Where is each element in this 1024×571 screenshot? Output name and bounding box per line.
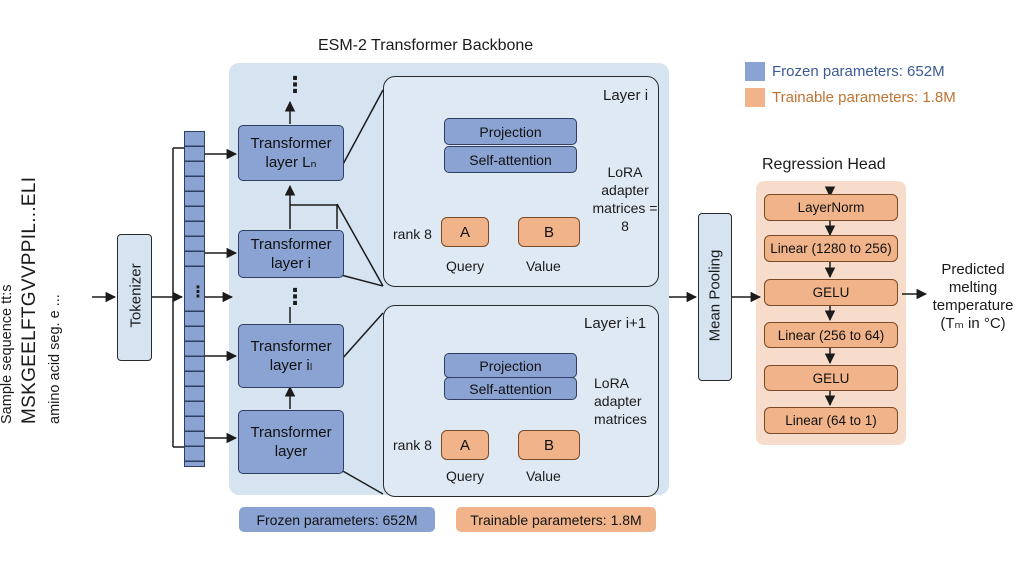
input-subcaption: amino acid seg. e ... [47, 294, 63, 424]
value-label-top: Value [526, 258, 561, 274]
legend-frozen-label: Frozen parameters: 652M [772, 63, 945, 80]
regression-head-title: Regression Head [762, 156, 886, 173]
query-label-top: Query [446, 258, 485, 274]
transformer-layer-il: Transformer layer iₗ [238, 324, 344, 388]
query-label-bottom: Query [446, 468, 485, 484]
bottom-legend-trainable: Trainable parameters: 1.8M [456, 507, 656, 532]
value-label-bottom: Value [526, 468, 561, 484]
output-label-text: Predicted melting temperature (Tₘ in °C) [932, 261, 1014, 332]
mean-pooling-label: Mean Pooling [706, 249, 724, 342]
head-step-linear-64-1: Linear (64 to 1) [764, 407, 898, 434]
legend-frozen-swatch [745, 62, 765, 81]
head-step-gelu-1: GELU [764, 279, 898, 306]
head-step-gelu-2: GELU [764, 365, 898, 391]
transformer-layer-ln: Transformer layer Lₙ [238, 125, 344, 181]
embedding-ellipsis-bg [185, 280, 204, 308]
lora-b-bottom: B [518, 430, 580, 460]
lora-note-top-text: LoRA adapter matrices = 8 [592, 164, 658, 234]
layer-detail-bottom [383, 305, 659, 497]
input-sequence: MSKGEELFTGVVPPIL...ELI [19, 176, 40, 424]
lora-note-top: LoRA adapter matrices = 8 [590, 163, 660, 235]
layer-detail-top [383, 76, 659, 287]
input-caption: Sample sequence tt:s [0, 284, 15, 424]
rank-label-bottom: rank 8 [393, 437, 432, 453]
head-step-linear-1280-256: Linear (1280 to 256) [764, 235, 898, 262]
transformer-layer-base: Transformer layer [238, 410, 344, 474]
transformer-layer-ln-label: Transformer layer Lₙ [250, 135, 332, 171]
lora-note-bottom: LoRA adapter matrices [594, 374, 660, 428]
layer-detail-top-label: Layer i [603, 87, 649, 104]
lora-b-top: B [518, 217, 580, 247]
lora-a-bottom: A [441, 430, 489, 460]
tokenizer-box: Tokenizer [117, 234, 152, 361]
transformer-layer-i: Transformer layer i [238, 230, 344, 278]
head-step-linear-256-64: Linear (256 to 64) [764, 322, 898, 348]
transformer-layer-il-label: Transformer layer iₗ [250, 338, 332, 374]
head-step-layernorm: LayerNorm [764, 194, 898, 221]
embedding-ellipsis: ⋮ [190, 284, 206, 301]
embedding-column: ⋮ [184, 131, 206, 467]
output-label: Predicted melting temperature (Tₘ in °C) [925, 261, 1021, 333]
bottom-legend-frozen: Frozen parameters: 652M [239, 507, 435, 532]
mean-pooling-box: Mean Pooling [698, 213, 732, 381]
self-attention-box-bottom: Self-attention [444, 377, 577, 400]
backbone-mid-ellipsis: ⋮ [284, 284, 306, 309]
projection-box-top: Projection [444, 118, 577, 145]
layer-detail-bottom-label: Layer i+1 [584, 315, 647, 332]
projection-box-bottom: Projection [444, 353, 577, 378]
legend-trainable-swatch [745, 88, 765, 107]
tokenizer-label: Tokenizer [127, 263, 145, 328]
lora-note-bottom-text: LoRA adapter matrices [594, 375, 647, 427]
transformer-layer-base-label: Transformer layer [250, 424, 332, 460]
input-sequence-block: Sample sequence tt:s MSKGEELFTGVVPPIL...… [0, 154, 75, 424]
lora-a-top: A [441, 217, 489, 247]
legend-trainable-label: Trainable parameters: 1.8M [772, 89, 956, 106]
backbone-top-ellipsis: ⋮ [284, 72, 306, 97]
diagram-title: ESM-2 Transformer Backbone [318, 37, 534, 54]
self-attention-box-top: Self-attention [444, 146, 577, 173]
transformer-layer-i-label: Transformer layer i [250, 236, 332, 272]
rank-label-top: rank 8 [393, 226, 432, 242]
